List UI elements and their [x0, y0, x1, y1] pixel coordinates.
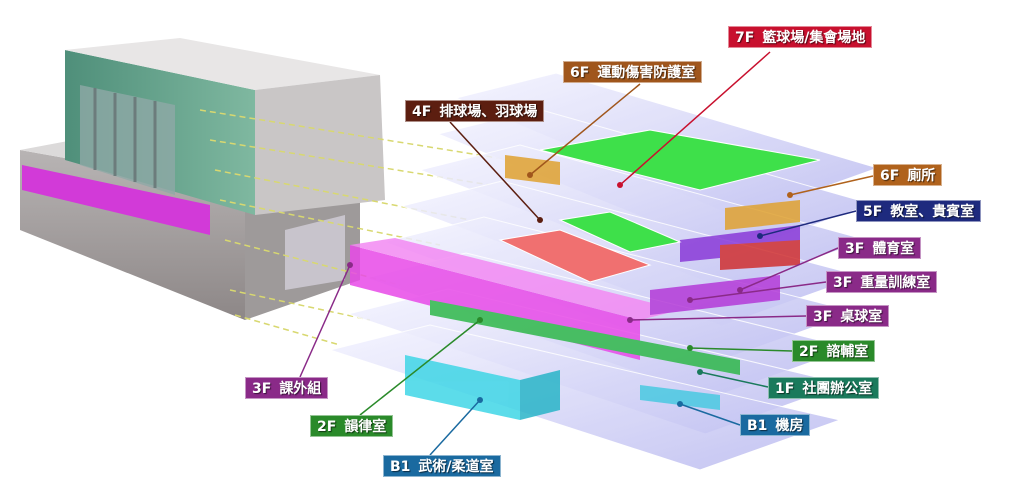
- floor-code: 4F: [412, 104, 432, 120]
- leader-dot: [477, 317, 483, 323]
- room-name: 運動傷害防護室: [597, 65, 696, 81]
- label-3f-extracurricular: 3F 課外組: [245, 377, 329, 399]
- label-4f-volleyball: 4F 排球場、羽球場: [405, 100, 545, 122]
- room-name: 社團辦公室: [802, 381, 873, 397]
- floor-code: 6F: [880, 168, 900, 184]
- room-name: 重量訓練室: [860, 275, 931, 291]
- leader-dot: [617, 182, 623, 188]
- leader-line: [529, 83, 641, 176]
- label-b1-machine-room: B1 機房: [740, 414, 811, 436]
- label-2f-rhythm: 2F 韻律室: [310, 415, 394, 437]
- leader-line: [429, 399, 481, 456]
- room-name: 武術/柔道室: [418, 459, 494, 475]
- label-3f-sports-office: 3F 體育室: [838, 237, 922, 259]
- label-6f-sports-injury: 6F 運動傷害防護室: [563, 61, 703, 83]
- leader-dot: [787, 192, 793, 198]
- leader-line: [689, 281, 827, 301]
- floor-slabs: [328, 72, 880, 471]
- leader-dot: [527, 172, 533, 178]
- floor-code: 3F: [833, 275, 853, 291]
- floor-code: 3F: [252, 381, 272, 397]
- leader-dot: [687, 345, 693, 351]
- leader-line: [629, 315, 807, 321]
- guide-lines: [199, 109, 511, 346]
- room-name: 諮輔室: [826, 344, 869, 360]
- floor-code: 6F: [570, 65, 590, 81]
- label-5f-classroom: 5F 教室、貴賓室: [856, 200, 982, 222]
- leader-line: [619, 51, 771, 186]
- floor-slab: [328, 324, 842, 471]
- leader-lines: [299, 51, 874, 456]
- leader-line: [449, 121, 541, 221]
- label-6f-restroom: 6F 廁所: [873, 164, 943, 186]
- leader-dot: [477, 397, 483, 403]
- courts: [498, 129, 821, 283]
- label-2f-counseling: 2F 諮輔室: [792, 340, 876, 362]
- room-name: 機房: [775, 418, 804, 434]
- floor-code: B1: [747, 418, 768, 434]
- leader-dot: [677, 401, 683, 407]
- floor-code: 2F: [799, 344, 819, 360]
- floor-code: 7F: [735, 30, 755, 46]
- floor-code: 2F: [317, 419, 337, 435]
- floor-code: 3F: [813, 309, 833, 325]
- room-blocks: [350, 155, 800, 420]
- label-3f-table-tennis: 3F 桌球室: [806, 305, 890, 327]
- floor-code: 5F: [863, 204, 883, 220]
- room-name: 廁所: [907, 168, 936, 184]
- room-name: 教室、貴賓室: [890, 204, 975, 220]
- building-model: [20, 38, 385, 320]
- leader-line: [359, 319, 481, 416]
- label-1f-club-office: 1F 社團辦公室: [768, 377, 880, 399]
- label-b1-martial-arts: B1 武術/柔道室: [383, 455, 501, 477]
- leader-line: [789, 175, 874, 196]
- leader-line: [299, 264, 351, 378]
- leader-dot: [697, 369, 703, 375]
- leader-line: [759, 210, 857, 237]
- leader-dot: [537, 217, 543, 223]
- leader-dot: [737, 287, 743, 293]
- room-name: 韻律室: [344, 419, 387, 435]
- floor-code: 3F: [845, 241, 865, 257]
- leader-dot: [757, 233, 763, 239]
- leader-dot: [347, 262, 353, 268]
- label-3f-weight-training: 3F 重量訓練室: [826, 271, 938, 293]
- floor-code: B1: [390, 459, 411, 475]
- room-name: 籃球場/集會場地: [762, 30, 866, 46]
- leader-dot: [687, 297, 693, 303]
- leader-line: [689, 347, 793, 352]
- leader-line: [739, 247, 839, 291]
- room-name: 排球場、羽球場: [439, 104, 538, 120]
- room-name: 桌球室: [840, 309, 883, 325]
- room-name: 課外組: [279, 381, 322, 397]
- label-7f-basketball: 7F 籃球場/集會場地: [728, 26, 873, 48]
- leader-line: [699, 371, 769, 388]
- room-name: 體育室: [872, 241, 915, 257]
- floor-code: 1F: [775, 381, 795, 397]
- leader-dot: [627, 317, 633, 323]
- leader-line: [679, 403, 741, 426]
